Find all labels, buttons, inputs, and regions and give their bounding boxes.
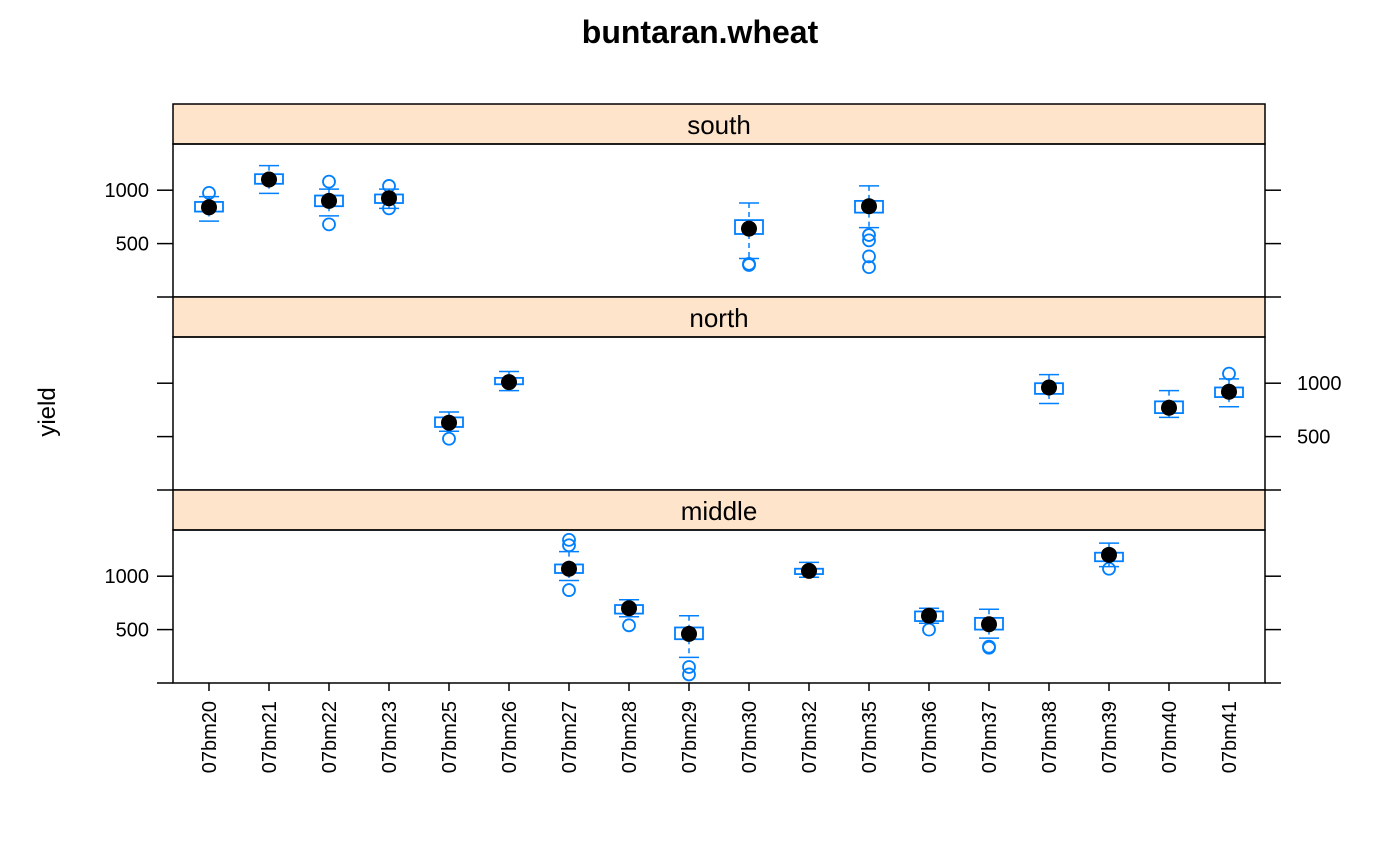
median-point: [921, 607, 937, 624]
x-tick-label: 07bm36: [919, 701, 941, 773]
outlier-point: [742, 258, 756, 272]
panels-layer: south 500 1000 north 500 1000 middle 500 1000: [105, 103, 1342, 684]
box-07bm35: [854, 185, 884, 274]
median-point: [381, 190, 397, 207]
median-point: [801, 562, 817, 579]
x-tick-label: 07bm26: [499, 701, 521, 773]
box-07bm26: [494, 370, 524, 392]
x-tick-label: 07bm41: [1219, 701, 1241, 773]
outlier-point: [202, 185, 216, 200]
median-point: [561, 560, 577, 577]
plot-frame-middle: [172, 529, 1266, 684]
box-07bm38: [1034, 373, 1064, 405]
x-tick-label: 07bm20: [199, 701, 221, 773]
x-tick-label: 07bm23: [379, 701, 401, 773]
x-tick-label: 07bm32: [799, 701, 821, 773]
outlier-point: [682, 660, 696, 674]
median-point: [981, 616, 997, 633]
median-point: [621, 600, 637, 617]
outlier-point: [1222, 366, 1236, 381]
outlier-point: [562, 532, 576, 547]
y-tick-label: 1000: [105, 180, 150, 202]
box-07bm30: [734, 202, 764, 272]
median-point: [741, 220, 757, 237]
x-tick-label: 07bm27: [559, 701, 581, 773]
y-tick-label: 500: [116, 620, 149, 642]
y-tick-label: 500: [116, 234, 149, 256]
box-07bm39: [1094, 542, 1124, 576]
outlier-point: [322, 217, 336, 232]
x-tick-label: 07bm37: [979, 701, 1001, 773]
box-07bm25: [434, 411, 464, 446]
chart-title: buntaran.wheat: [582, 14, 819, 50]
y-tick-label: 500: [1297, 427, 1330, 449]
plot-frame-north: [172, 336, 1266, 491]
box-07bm20: [194, 185, 224, 222]
box-07bm21: [254, 164, 284, 195]
median-point: [681, 625, 697, 642]
outlier-point: [442, 431, 456, 446]
median-point: [201, 199, 217, 216]
x-tick-label: 07bm38: [1039, 701, 1061, 773]
median-point: [261, 171, 277, 188]
x-axis: 07bm20 07bm21 07bm22 07bm23 07bm25 07bm26 07bm…: [199, 683, 1241, 773]
box-07bm36: [914, 607, 944, 637]
box-07bm29: [674, 614, 704, 682]
outlier-point: [862, 228, 876, 242]
y-tick-label: 1000: [1297, 373, 1342, 395]
panel-south: south 500 1000: [105, 103, 1281, 298]
plot-frame-south: [172, 143, 1266, 298]
outlier-point: [562, 538, 576, 553]
outlier-point: [862, 249, 876, 264]
box-07bm28: [614, 598, 644, 633]
y-axis-middle: 500 1000: [105, 566, 1281, 684]
box-07bm27: [554, 532, 584, 597]
outlier-point: [622, 618, 636, 633]
outlier-point: [922, 622, 936, 637]
x-tick-label: 07bm35: [859, 701, 881, 773]
box-07bm23: [374, 179, 404, 216]
outlier-point: [862, 233, 876, 248]
median-point: [1101, 546, 1117, 563]
strip-label-middle: middle: [681, 496, 758, 526]
y-axis-north: 500 1000: [157, 373, 1342, 491]
strip-label-north: north: [689, 303, 748, 333]
median-point: [1161, 399, 1177, 416]
outlier-point: [562, 583, 576, 597]
median-point: [321, 192, 337, 209]
x-tick-label: 07bm22: [319, 701, 341, 773]
outlier-point: [862, 260, 876, 274]
y-axis-label: yield: [34, 387, 61, 436]
strip-north: [172, 296, 1266, 338]
box-07bm22: [314, 174, 344, 232]
x-tick-label: 07bm28: [619, 701, 641, 773]
outlier-point: [682, 667, 696, 682]
median-point: [501, 374, 517, 391]
box-07bm32: [794, 561, 824, 579]
median-point: [1041, 379, 1057, 396]
y-axis-south: 500 1000: [105, 180, 1281, 298]
strip-middle: [172, 489, 1266, 531]
x-tick-label: 07bm25: [439, 701, 461, 773]
x-tick-label: 07bm30: [739, 701, 761, 773]
outlier-point: [982, 640, 996, 655]
strip-label-south: south: [687, 110, 751, 140]
strip-south: [172, 103, 1266, 145]
median-point: [1221, 383, 1237, 400]
panel-middle: middle 500 1000: [105, 489, 1281, 684]
box-07bm41: [1214, 366, 1244, 408]
box-07bm37: [974, 608, 1004, 655]
x-tick-label: 07bm40: [1159, 701, 1181, 773]
median-point: [441, 414, 457, 431]
outlier-point: [322, 174, 336, 189]
y-tick-label: 1000: [105, 566, 150, 588]
median-point: [861, 198, 877, 215]
panel-north: north 500 1000: [157, 296, 1342, 491]
x-tick-label: 07bm21: [259, 701, 281, 773]
x-tick-label: 07bm29: [679, 701, 701, 773]
box-07bm40: [1154, 389, 1184, 419]
x-tick-label: 07bm39: [1099, 701, 1121, 773]
